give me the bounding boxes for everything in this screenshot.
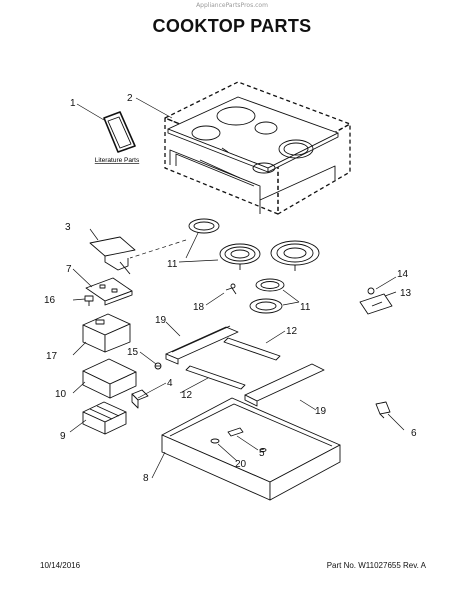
page-title: COOKTOP PARTS [152,16,312,36]
callout-16: 16 [44,295,56,306]
callout-19-lower: 19 [315,406,327,417]
callout-3: 3 [65,222,71,233]
control-box-10 [82,358,137,399]
callout-5: 5 [259,448,265,459]
callout-11-right: 11 [300,302,311,313]
callout-11-left: 11 [167,259,178,270]
footer-part-number: Part No. W11027655 Rev. A [326,561,426,570]
fuse [84,295,94,306]
terminal-5 [227,427,244,437]
control-box-17 [82,313,131,353]
callout-19-upper: 19 [155,315,167,326]
base-pan [161,397,341,501]
leader-lines [69,97,405,479]
callout-9: 9 [60,431,66,442]
callout-13: 13 [400,288,412,299]
channel-19-lower [244,363,325,407]
callout-10: 10 [55,389,67,400]
callout-14: 14 [397,269,409,280]
callout-17: 17 [46,351,58,362]
terminal-block [82,401,127,435]
channel-19-upper [165,325,239,365]
footer-date: 10/14/2016 [40,561,81,570]
bracket [89,236,136,275]
callout-6: 6 [411,428,417,439]
glass-cooktop [164,81,351,215]
sensor-18 [225,283,237,295]
callout-2: 2 [127,93,133,104]
callout-12-lower: 12 [181,390,193,401]
literature-booklet [103,111,136,153]
control-board-7 [85,277,133,306]
callout-20: 20 [235,459,247,470]
callout-8: 8 [143,473,149,484]
callout-4: 4 [167,378,173,389]
rail-12-lower [185,365,246,390]
callout-18: 18 [193,302,205,313]
callout-1: 1 [70,98,76,109]
clip-6 [375,401,391,419]
callout-15: 15 [127,347,139,358]
switch-13-14 [359,287,393,315]
watermark: AppliancePartsPros.com [196,2,268,9]
rail-12-upper [223,337,281,361]
callout-12-upper: 12 [286,326,298,337]
clip-4 [131,389,149,409]
screw-15 [154,362,162,370]
callout-7: 7 [66,264,72,275]
burner-elements [188,218,320,314]
literature-parts-label: Literature Parts [95,157,140,164]
callout-numbers: 1 2 3 4 5 6 7 8 9 10 11 11 12 12 13 14 1… [44,93,417,484]
